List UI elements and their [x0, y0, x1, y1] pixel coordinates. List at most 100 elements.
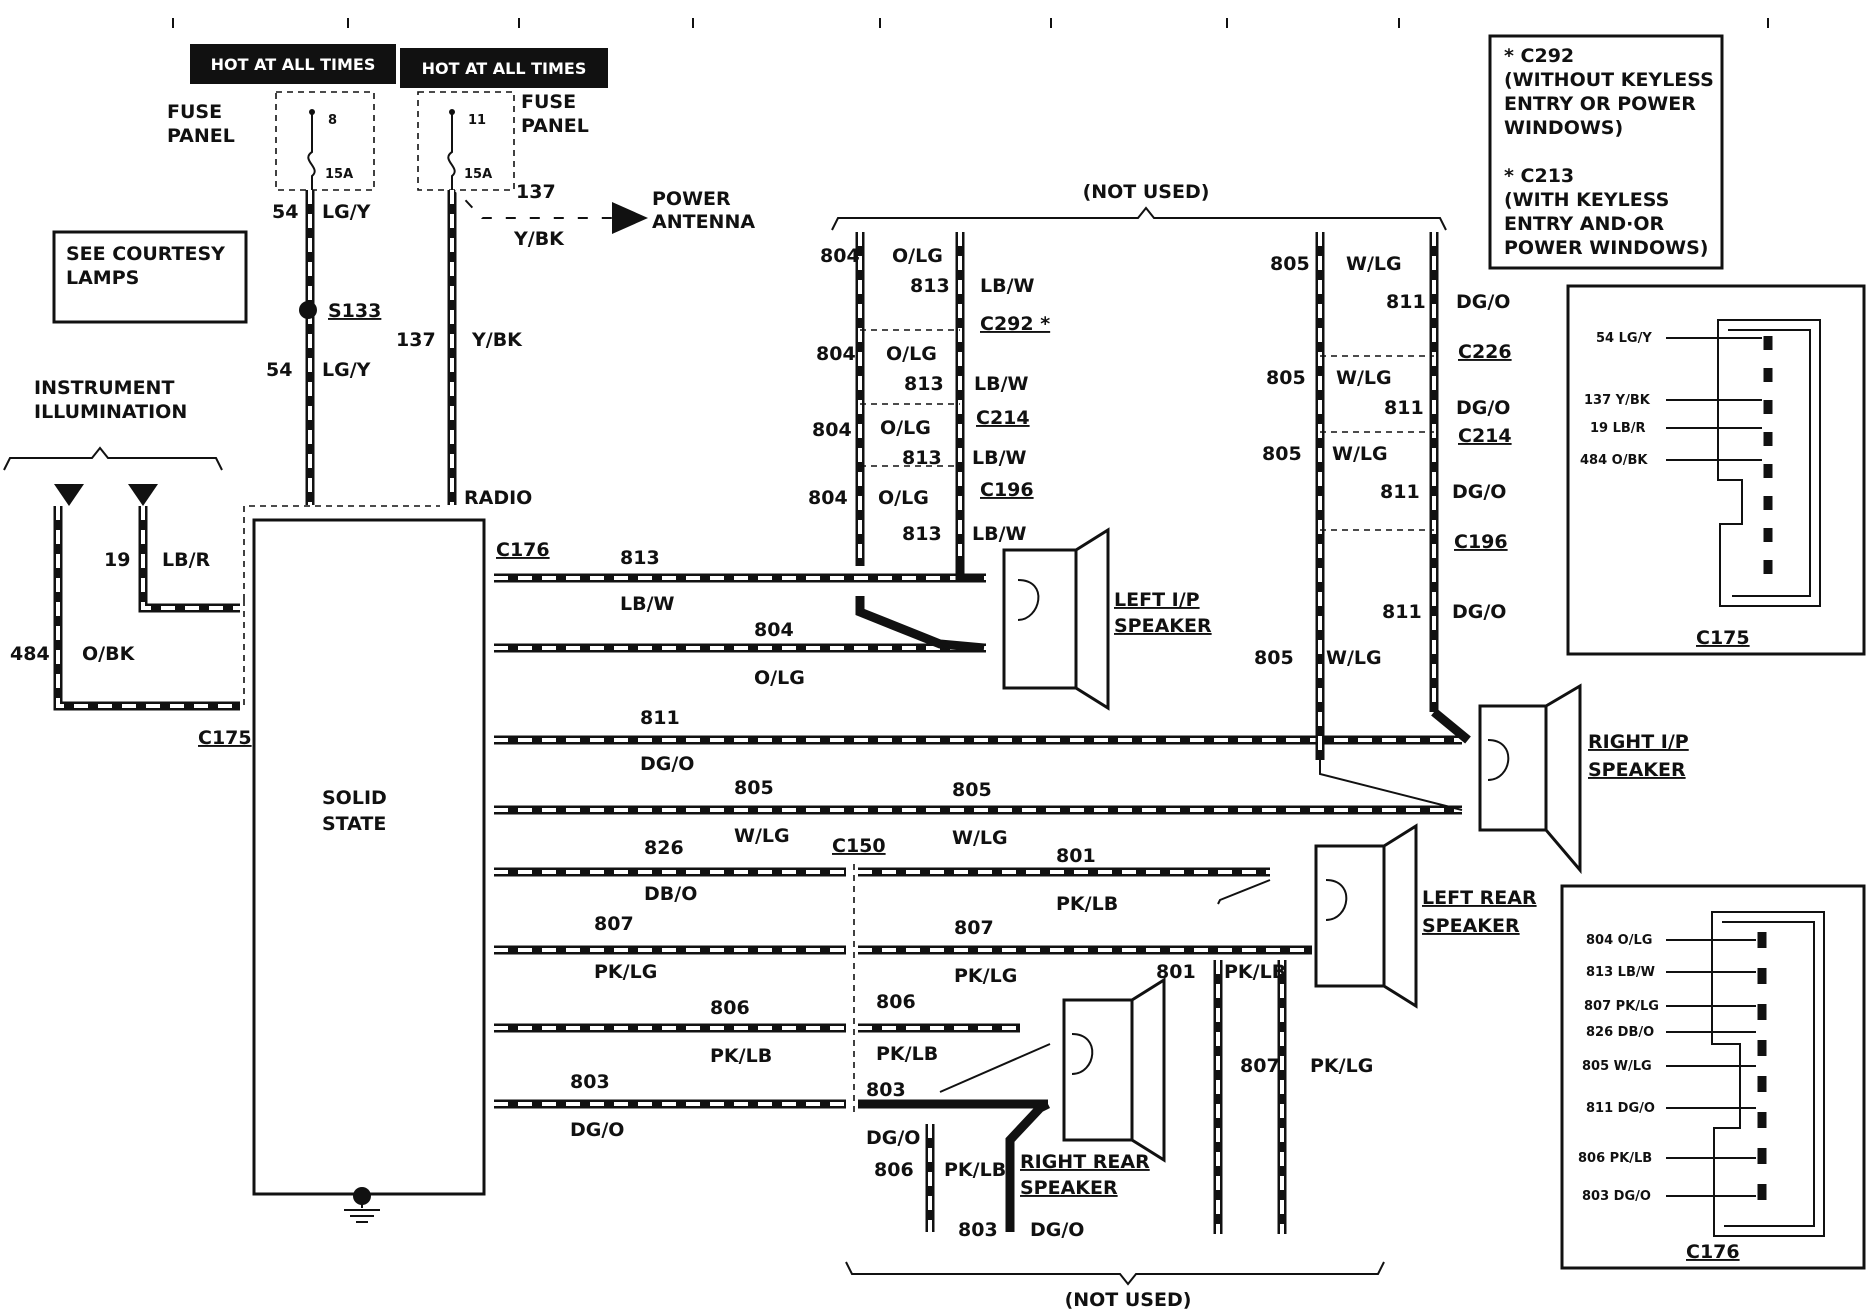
h-wire-803b-color: DG/O: [866, 1127, 920, 1149]
right-ip-speaker-label-1: RIGHT I/P: [1588, 731, 1689, 753]
wire-484-color: O/BK: [82, 643, 136, 665]
h-wire-804: 804: [754, 619, 794, 641]
v-813-2: 813: [904, 373, 944, 395]
connector-c176-box-label: C176: [1686, 1241, 1740, 1263]
connector-c214a: C214: [976, 407, 1030, 429]
power-antenna-label-1: POWER: [652, 188, 731, 210]
h-wire-811-color: DG/O: [640, 753, 694, 775]
wire-54-top: 54: [272, 201, 298, 223]
v-807: 807: [1240, 1055, 1280, 1077]
wire-54-top-color: LG/Y: [322, 201, 371, 223]
v-805-1-color: W/LG: [1346, 253, 1402, 275]
note-line-6: (WITH KEYLESS: [1504, 189, 1669, 211]
hot-label-2: HOT AT ALL TIMES: [422, 59, 587, 78]
h-wire-803a: 803: [570, 1071, 610, 1093]
horizontal-wires: [494, 573, 1462, 1109]
connector-s133: S133: [328, 300, 381, 322]
svg-text:803 DG/O: 803 DG/O: [1582, 1189, 1651, 1204]
keyless-note-box: [1488, 34, 1724, 270]
right-ip-speaker-label-2: SPEAKER: [1588, 759, 1686, 781]
connector-c176: C176: [496, 539, 550, 561]
h-wire-801-color: PK/LB: [1056, 893, 1118, 915]
power-antenna-label-2: ANTENNA: [652, 211, 755, 233]
fuse-panel-label-2b: PANEL: [521, 115, 589, 137]
solid-state-label-2: STATE: [322, 813, 386, 835]
left-rear-speaker-label-2: SPEAKER: [1422, 915, 1520, 937]
v-811-2-color: DG/O: [1456, 397, 1510, 419]
connector-c196a: C196: [980, 479, 1034, 501]
h-wire-805a-color: W/LG: [734, 825, 790, 847]
wire-19-color: LB/R: [162, 549, 211, 571]
fuse-panel-2: [417, 91, 515, 191]
h-wire-805a: 805: [734, 777, 774, 799]
fuse-1-number: 8: [328, 113, 337, 128]
left-ip-speaker-label-1: LEFT I/P: [1114, 589, 1200, 611]
v-803-color: DG/O: [1030, 1219, 1084, 1241]
not-used-bottom-bracket: [845, 1261, 1385, 1286]
h-wire-806b-color: PK/LB: [876, 1043, 938, 1065]
fuse-panel-label-1b: PANEL: [167, 125, 235, 147]
wire-484: 484: [10, 643, 50, 665]
not-used-top-bracket: [831, 206, 1447, 231]
top-ticks: [172, 18, 1769, 28]
connector-c175-box-label: C175: [1696, 627, 1750, 649]
h-wire-811: 811: [640, 707, 680, 729]
left-ip-speaker-label-2: SPEAKER: [1114, 615, 1212, 637]
power-antenna-arrow: [612, 202, 648, 234]
h-wire-826-color: DB/O: [644, 883, 697, 905]
v-804-2-color: O/LG: [886, 343, 937, 365]
h-wire-805b-color: W/LG: [952, 827, 1008, 849]
instrument-illumination-2: ILLUMINATION: [34, 401, 187, 423]
v-804-3: 804: [812, 419, 852, 441]
instrument-bracket: [3, 446, 223, 471]
svg-text:805 W/LG: 805 W/LG: [1582, 1059, 1652, 1074]
h-wire-807a: 807: [594, 913, 634, 935]
connector-c150: C150: [832, 835, 886, 857]
wire-137-top-color: Y/BK: [513, 228, 565, 250]
v-805-4: 805: [1254, 647, 1294, 669]
h-wire-807b: 807: [954, 917, 994, 939]
note-line-4: WINDOWS): [1504, 117, 1623, 139]
svg-text:807 PK/LG: 807 PK/LG: [1584, 999, 1659, 1014]
v-805-1: 805: [1270, 253, 1310, 275]
c175-pin-labels: 54 LG/Y 137 Y/BK 19 LB/R 484 O/BK: [1580, 331, 1652, 468]
v-804-3-color: O/LG: [880, 417, 931, 439]
svg-text:813 LB/W: 813 LB/W: [1586, 965, 1655, 980]
wire-137-bottom: 137: [396, 329, 436, 351]
svg-text:137 Y/BK: 137 Y/BK: [1584, 393, 1651, 408]
hot-box-1: [190, 44, 396, 84]
wire-54-bottom-color: LG/Y: [322, 359, 371, 381]
note-line-2: (WITHOUT KEYLESS: [1504, 69, 1714, 91]
splice-s133: [299, 301, 317, 319]
fuse-panel-label-2a: FUSE: [521, 91, 576, 113]
svg-text:804 O/LG: 804 O/LG: [1586, 933, 1652, 948]
h-wire-806a-color: PK/LB: [710, 1045, 772, 1067]
v-801-color: PK/LB: [1224, 961, 1286, 983]
c175-inset-box: [1566, 284, 1866, 656]
note-line-8: POWER WINDOWS): [1504, 237, 1708, 259]
v-807-color: PK/LG: [1310, 1055, 1373, 1077]
see-courtesy-label-1: SEE COURTESY: [66, 243, 225, 265]
v-811-1: 811: [1386, 291, 1426, 313]
not-used-bottom: (NOT USED): [1065, 1289, 1192, 1311]
fuse-panel-label-1a: FUSE: [167, 101, 222, 123]
v-811-3-color: DG/O: [1452, 481, 1506, 503]
hot-box-2: [400, 48, 608, 88]
v-813-2-color: LB/W: [974, 373, 1029, 395]
left-rear-speaker-label-1: LEFT REAR: [1422, 887, 1537, 909]
h-wire-804-color: O/LG: [754, 667, 805, 689]
svg-text:484 O/BK: 484 O/BK: [1580, 453, 1648, 468]
svg-text:54 LG/Y: 54 LG/Y: [1596, 331, 1652, 346]
left-rear-speaker: [1314, 823, 1418, 1009]
note-line-3: ENTRY OR POWER: [1504, 93, 1696, 115]
v-811-2: 811: [1384, 397, 1424, 419]
v-804-1-color: O/LG: [892, 245, 943, 267]
h-wire-801: 801: [1056, 845, 1096, 867]
fuse-2-symbol: [447, 112, 456, 190]
v-811-1-color: DG/O: [1456, 291, 1510, 313]
svg-text:19 LB/R: 19 LB/R: [1590, 421, 1646, 436]
v-813-1: 813: [910, 275, 950, 297]
wire-54-bottom: 54: [266, 359, 292, 381]
fuse-2-number: 11: [468, 113, 486, 128]
not-used-top: (NOT USED): [1083, 181, 1210, 203]
